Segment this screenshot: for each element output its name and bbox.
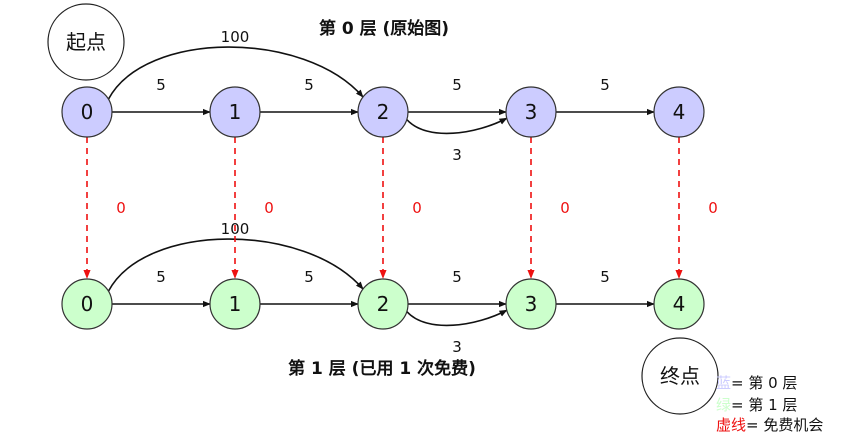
start-marker-label: 起点 [66, 30, 106, 54]
legend-text-layer0: = 第 0 层 [731, 374, 797, 392]
node-L0-2: 2 [357, 86, 409, 138]
node-L1-3: 3 [505, 278, 557, 330]
free-edge-weight-node-2: 0 [412, 199, 422, 217]
node-label-L0-4: 4 [673, 100, 686, 124]
legend-item-free-edge: 虚线= 免费机会 [716, 416, 823, 434]
node-label-L0-3: 3 [525, 100, 538, 124]
edge-L1-0-to-2-arc-up [107, 238, 364, 292]
free-edge-weight-node-1: 0 [264, 199, 274, 217]
edge-weight-L1-3-to-4-straight: 5 [600, 268, 610, 286]
start-marker-circle [47, 3, 125, 81]
legend-key-free-edge: 虚线 [716, 416, 746, 434]
end-marker: 终点 [641, 337, 719, 415]
node-circle-L1-2 [357, 278, 409, 330]
node-circle-L1-4 [653, 278, 705, 330]
edge-weight-L0-0-to-2-arc-up: 100 [221, 28, 250, 46]
free-edges-group: 0 0 0 0 0 [83, 137, 718, 279]
legend-text-layer1: = 第 1 层 [731, 396, 797, 414]
node-circle-L1-0 [61, 278, 113, 330]
free-edge-weight-node-3: 0 [560, 199, 570, 217]
arc-segment-label-L0-b: 5 [304, 76, 314, 94]
node-circle-L0-0 [61, 86, 113, 138]
edge-weight-L0-3-to-4-straight: 5 [600, 76, 610, 94]
node-L1-2: 2 [357, 278, 409, 330]
legend-key-layer1: 绿 [716, 396, 731, 414]
end-marker-label: 终点 [660, 364, 700, 388]
node-circle-L0-3 [505, 86, 557, 138]
edge-L1-2-to-3-arc-down [406, 309, 508, 327]
start-marker: 起点 [47, 3, 125, 81]
node-circle-L0-1 [209, 86, 261, 138]
node-circle-L0-4 [653, 86, 705, 138]
layer1-title: 第 1 层 (已用 1 次免费) [288, 358, 476, 379]
node-circle-L1-3 [505, 278, 557, 330]
end-marker-circle [641, 337, 719, 415]
edge-weight-L1-2-to-3-arc-down: 3 [452, 338, 462, 356]
node-L0-1: 1 [209, 86, 261, 138]
node-label-L1-2: 2 [377, 292, 390, 316]
node-circle-L1-1 [209, 278, 261, 330]
legend-item-layer0: 蓝= 第 0 层 [716, 374, 797, 392]
node-label-L1-0: 0 [81, 292, 94, 316]
edge-weight-L0-2-to-3-arc-down: 3 [452, 146, 462, 164]
node-label-L0-2: 2 [377, 100, 390, 124]
free-edge-weight-node-0: 0 [116, 199, 126, 217]
node-label-L1-1: 1 [229, 292, 242, 316]
legend-key-layer0: 蓝 [716, 374, 731, 392]
free-edge-weight-node-4: 0 [708, 199, 718, 217]
arc-segment-label-L0-a: 5 [156, 76, 166, 94]
edge-L0-2-to-3-arc-down [406, 117, 508, 135]
node-L0-4: 4 [653, 86, 705, 138]
arc-segment-label-L1-a: 5 [156, 268, 166, 286]
layer0-title: 第 0 层 (原始图) [319, 18, 449, 39]
edge-weight-L0-2-to-3-straight: 5 [452, 76, 462, 94]
nodes-group: 0 1 2 3 4 0 1 2 3 4 [61, 86, 705, 330]
node-L0-0: 0 [61, 86, 113, 138]
edge-weight-L1-2-to-3-straight: 5 [452, 268, 462, 286]
legend-text-free-edge: = 免费机会 [746, 416, 823, 434]
legend: 蓝= 第 0 层 绿= 第 1 层 虚线= 免费机会 [716, 374, 823, 434]
arc-segment-label-L1-b: 5 [304, 268, 314, 286]
node-label-L1-3: 3 [525, 292, 538, 316]
node-label-L0-1: 1 [229, 100, 242, 124]
node-label-L0-0: 0 [81, 100, 94, 124]
legend-item-layer1: 绿= 第 1 层 [716, 396, 797, 414]
node-L1-1: 1 [209, 278, 261, 330]
node-L1-4: 4 [653, 278, 705, 330]
node-circle-L0-2 [357, 86, 409, 138]
edge-L0-0-to-2-arc-up [107, 46, 364, 100]
node-L0-3: 3 [505, 86, 557, 138]
node-L1-0: 0 [61, 278, 113, 330]
node-label-L1-4: 4 [673, 292, 686, 316]
